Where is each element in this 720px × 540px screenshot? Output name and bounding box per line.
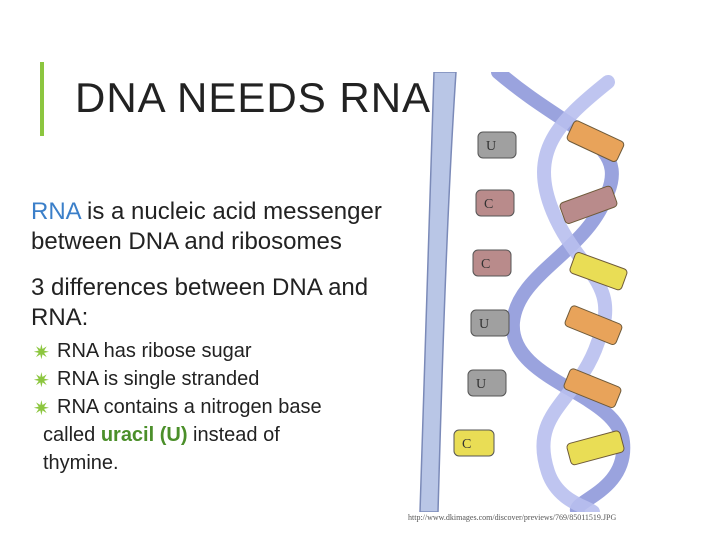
image-source-caption: http://www.dkimages.com/discover/preview… xyxy=(408,513,617,522)
bullet-item: ✷ RNA contains a nitrogen base xyxy=(31,393,401,421)
rna-dna-illustration: U C C U U C xyxy=(419,72,631,512)
intro-rest: is a nucleic acid messenger between DNA … xyxy=(31,198,382,255)
asterisk-bullet-icon: ✷ xyxy=(33,342,50,364)
bullet-text: RNA contains a nitrogen base xyxy=(57,396,322,418)
svg-text:U: U xyxy=(479,317,489,332)
asterisk-bullet-icon: ✷ xyxy=(33,370,50,392)
svg-text:C: C xyxy=(484,197,493,212)
bullet-continuation: called uracil (U) instead of xyxy=(31,421,401,449)
slide-body: RNA is a nucleic acid messenger between … xyxy=(31,197,401,477)
bullet-continuation-last: thymine. xyxy=(43,452,119,474)
rna-strand xyxy=(419,72,457,512)
rna-highlight: RNA xyxy=(31,198,81,225)
svg-text:C: C xyxy=(462,437,471,452)
bullet-item: ✷ RNA is single stranded xyxy=(31,365,401,393)
uracil-highlight: uracil (U) xyxy=(100,424,188,446)
rna-bases: U C C U U C xyxy=(453,131,517,457)
svg-text:U: U xyxy=(476,377,486,392)
svg-text:C: C xyxy=(481,257,490,272)
bullet-list: ✷ RNA has ribose sugar ✷ RNA is single s… xyxy=(31,337,401,477)
bullet-text: RNA is single stranded xyxy=(57,368,260,390)
bullet-item: ✷ RNA has ribose sugar xyxy=(31,337,401,365)
svg-text:U: U xyxy=(486,139,496,154)
slide-title: DNA NEEDS RNA xyxy=(75,74,432,121)
differences-heading: 3 differences between DNA and RNA: xyxy=(31,274,369,331)
intro-paragraph: RNA is a nucleic acid messenger between … xyxy=(31,197,401,257)
bullet-text: RNA has ribose sugar xyxy=(57,340,252,362)
asterisk-bullet-icon: ✷ xyxy=(33,398,50,420)
continuation-prefix: called xyxy=(43,424,101,446)
continuation-suffix: instead of xyxy=(187,424,280,446)
dna-base-pairs xyxy=(559,120,628,466)
title-accent-bar xyxy=(40,62,44,136)
